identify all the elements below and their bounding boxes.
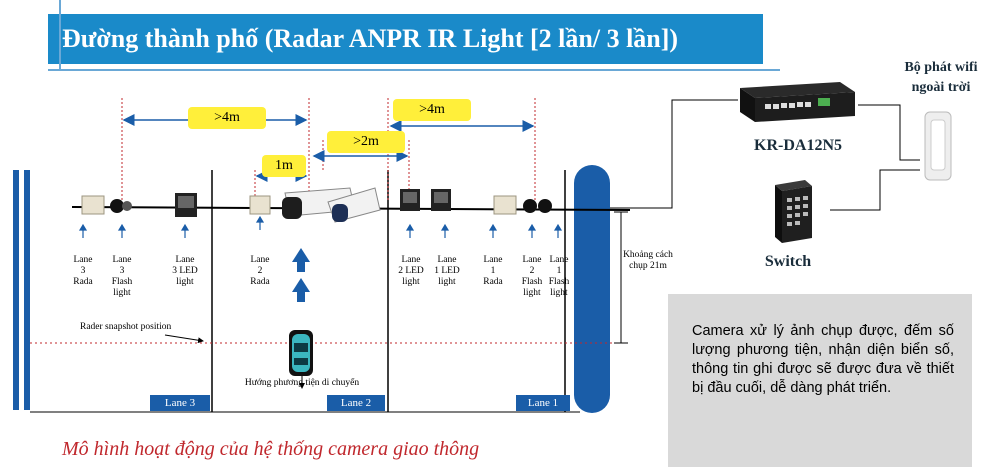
direction-label: Hướng phương tiện di chuyển xyxy=(244,378,360,388)
info-box xyxy=(668,294,972,467)
device-label: Lane 3 LED light xyxy=(172,255,198,287)
anpr-camera-icon xyxy=(282,187,381,223)
lane-tag-1: Lane 1 xyxy=(516,395,570,411)
device-label: Lane 2 LED light xyxy=(398,255,424,287)
distance-label: 1m xyxy=(262,155,306,177)
lane-tag-3: Lane 3 xyxy=(150,395,210,411)
page-title: Đường thành phố (Radar ANPR IR Light [2 … xyxy=(62,24,679,53)
left-pole-1 xyxy=(13,170,19,410)
device-label: Lane 1 Rada xyxy=(483,255,503,287)
device-label: Lane 2 Rada xyxy=(250,255,270,287)
car-icon xyxy=(289,330,313,376)
title-banner xyxy=(48,14,763,64)
device-label: Lane 2 Flash light xyxy=(521,255,543,298)
switch-device-icon xyxy=(775,180,812,243)
radar-icon xyxy=(81,195,517,215)
outdoor-wifi-icon xyxy=(924,111,952,181)
snapshot-distance-label: Khoảng cách chụp 21m xyxy=(623,250,673,271)
flash-light-icon xyxy=(110,199,552,213)
distance-label: >4m xyxy=(188,107,266,129)
direction-arrows xyxy=(292,248,310,302)
diagram-caption: Mô hình hoạt động của hệ thống camera gi… xyxy=(62,438,480,460)
snapshot-position-label: Rader snapshot position xyxy=(80,322,172,332)
led-light-icon xyxy=(175,189,451,217)
device-label: Lane 3 Flash light xyxy=(111,255,133,298)
right-pole xyxy=(574,165,610,413)
nvr-label: KR-DA12N5 xyxy=(754,137,842,154)
info-text: Camera xử lý ảnh chụp được, đếm số lượng… xyxy=(692,323,954,396)
wifi-label: Bộ phát wifi ngoài trời xyxy=(904,60,978,95)
device-label: Lane 1 LED light xyxy=(434,255,460,287)
distance-guides xyxy=(121,98,536,200)
distance-label: >4m xyxy=(393,99,471,121)
distance-label: >2m xyxy=(327,131,405,153)
snapshot-pointer xyxy=(164,334,204,344)
switch-label: Switch xyxy=(764,253,812,270)
network-cables xyxy=(610,99,920,211)
nvr-device-icon xyxy=(740,82,855,122)
device-label: Lane 3 Rada xyxy=(73,255,93,287)
device-label: Lane 1 Flash light xyxy=(548,255,570,298)
lane-tag-2: Lane 2 xyxy=(327,395,385,411)
device-pointer-arrows xyxy=(78,215,563,238)
left-pole-2 xyxy=(24,170,30,410)
